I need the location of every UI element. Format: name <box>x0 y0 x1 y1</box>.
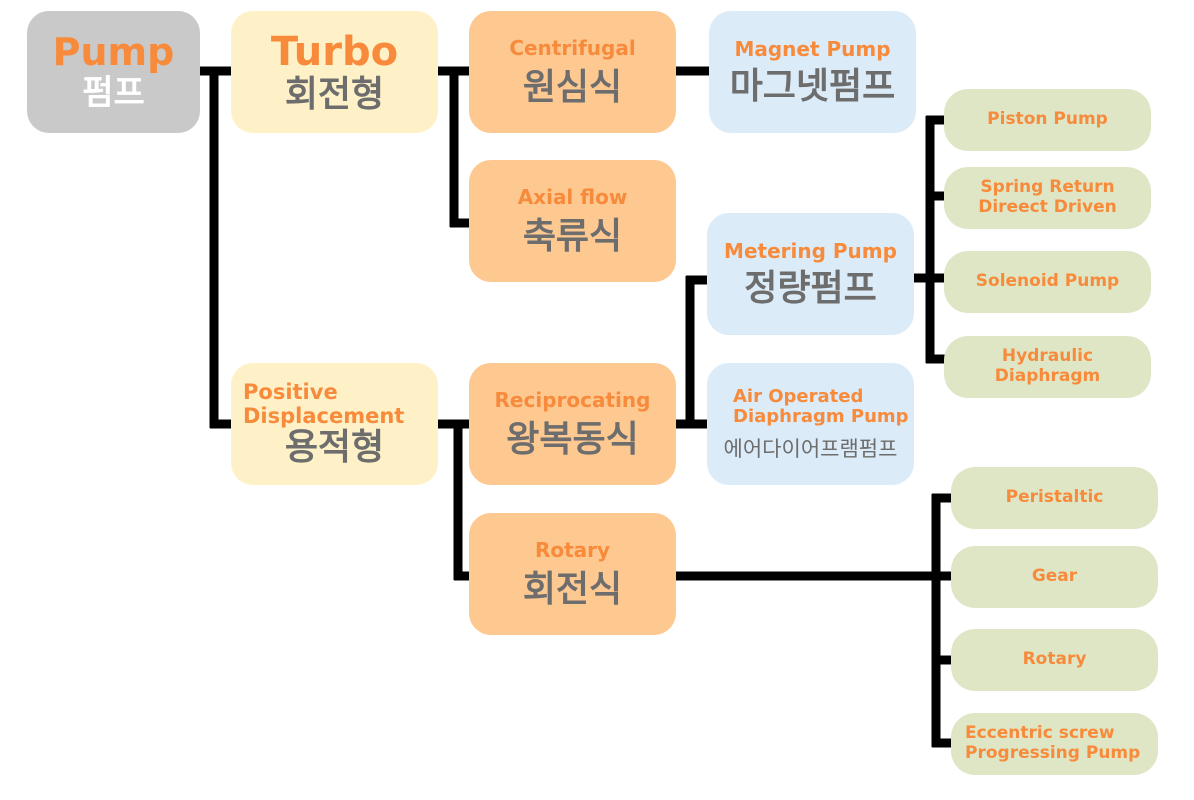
node-centrifugal: Centrifugal 원심식 <box>469 11 676 133</box>
node-metering-en: Metering Pump <box>724 238 897 263</box>
leaf-spring-line1: Spring Return <box>980 177 1115 198</box>
node-pump: Pump 펌프 <box>27 11 200 133</box>
node-metering-ko: 정량펌프 <box>744 267 877 309</box>
node-turbo-ko: 회전형 <box>284 74 385 116</box>
node-aodd-en-line2: Diaphragm Pump <box>733 406 909 428</box>
node-rotary-en: Rotary <box>534 537 611 562</box>
leaf-gear-line1: Gear <box>1031 566 1078 587</box>
node-centrifugal-ko: 원심식 <box>522 66 623 108</box>
leaf-gear: Gear <box>951 546 1158 608</box>
leaf-piston-pump: Piston Pump <box>944 89 1151 151</box>
node-reciprocating: Reciprocating 왕복동식 <box>469 363 676 485</box>
node-reciprocating-en: Reciprocating <box>494 387 651 412</box>
node-centrifugal-en: Centrifugal <box>509 35 636 60</box>
node-axial-en: Axial flow <box>517 184 628 209</box>
node-pump-ko: 펌프 <box>82 73 145 114</box>
node-magnet-en: Magnet Pump <box>734 36 891 61</box>
node-magnet-ko: 마그넷펌프 <box>729 65 896 107</box>
node-positive-en-line2: Displacement <box>243 404 405 429</box>
leaf-rotary-line1: Rotary <box>1022 649 1087 670</box>
leaf-spring-return: Spring Return Direect Driven <box>944 167 1151 229</box>
node-positive-displacement: Positive Displacement 용적형 <box>231 363 438 485</box>
leaf-hydraulic-line2: Diaphragm <box>994 366 1101 386</box>
leaf-eccentric-line2: Progressing Pump <box>965 743 1141 763</box>
leaf-solenoid-pump: Solenoid Pump <box>944 251 1151 313</box>
leaf-solenoid-line1: Solenoid Pump <box>975 271 1120 292</box>
node-air-operated-diaphragm-pump: Air Operated Diaphragm Pump 에어다이어프램펌프 <box>707 363 914 485</box>
node-aodd-ko: 에어다이어프램펌프 <box>723 437 898 462</box>
node-turbo: Turbo 회전형 <box>231 11 438 133</box>
node-reciprocating-ko: 왕복동식 <box>506 418 639 460</box>
node-turbo-en: Turbo <box>270 29 399 76</box>
leaf-eccentric-screw: Eccentric screw Progressing Pump <box>951 713 1158 775</box>
node-axial-ko: 축류식 <box>522 215 623 257</box>
node-pump-en: Pump <box>52 30 175 75</box>
node-aodd-en-line1: Air Operated <box>733 385 864 407</box>
leaf-piston-line1: Piston Pump <box>987 109 1108 130</box>
leaf-rotary: Rotary <box>951 629 1158 691</box>
node-magnet-pump: Magnet Pump 마그넷펌프 <box>709 11 916 133</box>
node-metering-pump: Metering Pump 정량펌프 <box>707 213 914 335</box>
node-rotary: Rotary 회전식 <box>469 513 676 635</box>
leaf-hydraulic-diaphragm: Hydraulic Diaphragm <box>944 336 1151 398</box>
leaf-hydraulic-line1: Hydraulic <box>1001 346 1094 367</box>
leaf-peristaltic-line1: Peristaltic <box>1005 487 1104 508</box>
node-positive-en-line1: Positive <box>243 380 338 405</box>
node-rotary-ko: 회전식 <box>522 568 623 610</box>
node-axial-flow: Axial flow 축류식 <box>469 160 676 282</box>
leaf-peristaltic: Peristaltic <box>951 467 1158 529</box>
leaf-spring-line2: Direect Driven <box>978 197 1117 217</box>
node-positive-ko: 용적형 <box>284 427 385 469</box>
leaf-eccentric-line1: Eccentric screw <box>965 723 1115 744</box>
